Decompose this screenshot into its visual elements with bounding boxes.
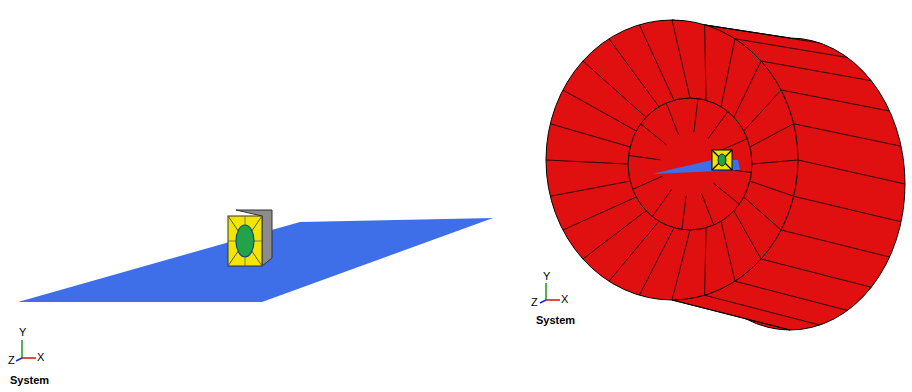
mesh-line (721, 39, 735, 107)
mesh-line (750, 181, 794, 196)
mesh-line (750, 124, 794, 147)
x-axis (546, 299, 560, 301)
mesh-line (781, 230, 889, 257)
mesh-line (652, 189, 671, 216)
mesh-line (694, 99, 698, 133)
mesh-line (563, 197, 636, 230)
y-axis (21, 340, 23, 358)
axis-label: Z (531, 297, 538, 308)
z-axis (16, 358, 22, 361)
mesh-line (672, 20, 690, 98)
mesh-line (705, 295, 820, 325)
mesh-line (752, 160, 798, 164)
mesh-line (629, 155, 661, 159)
mesh-line (609, 39, 659, 107)
left-view (16, 210, 493, 361)
mesh-line (734, 61, 761, 117)
mesh-line (781, 90, 889, 111)
mesh-line (666, 103, 678, 134)
axis-label: X (37, 352, 44, 363)
block-face (712, 150, 732, 170)
mesh-line (563, 90, 636, 131)
mesh-line (708, 112, 727, 139)
mesh-line (761, 61, 871, 81)
mesh-line (714, 183, 739, 204)
inner-ring (628, 98, 752, 230)
x-axis (22, 357, 36, 359)
mesh-line (705, 25, 706, 100)
mesh-line (721, 221, 735, 281)
mesh-line (583, 61, 646, 117)
z-axis (540, 300, 546, 303)
right-view (540, 20, 905, 330)
mesh-line (794, 124, 901, 146)
ellipse-part (236, 225, 254, 257)
mesh-line (798, 160, 905, 184)
mesh-line (702, 194, 714, 225)
mesh-line (546, 160, 628, 164)
view-label: System (536, 315, 575, 326)
axis-label: Y (543, 271, 550, 282)
mesh-line (735, 281, 848, 310)
mesh-line (583, 211, 646, 259)
mesh-line (734, 211, 761, 259)
mesh-line (609, 221, 659, 281)
mesh-line (744, 197, 781, 230)
mesh-line (639, 25, 674, 100)
axis-label: Z (8, 355, 15, 366)
cylinder-front (546, 20, 798, 300)
y-axis (545, 283, 547, 300)
mesh-line (761, 259, 871, 287)
mesh-line (705, 228, 706, 295)
mesh-line (550, 124, 630, 147)
mesh-line (744, 90, 781, 131)
mesh-line (794, 196, 901, 222)
mesh-line (682, 196, 686, 230)
mesh-line (672, 230, 690, 300)
mesh-line (672, 300, 790, 330)
axis-label: Y (19, 327, 26, 338)
mesh-line (633, 176, 663, 189)
view-label: System (10, 375, 49, 386)
mesh-line (550, 181, 630, 196)
mesh-line (641, 124, 666, 145)
axis-label: X (561, 294, 568, 305)
block-face (228, 216, 262, 266)
